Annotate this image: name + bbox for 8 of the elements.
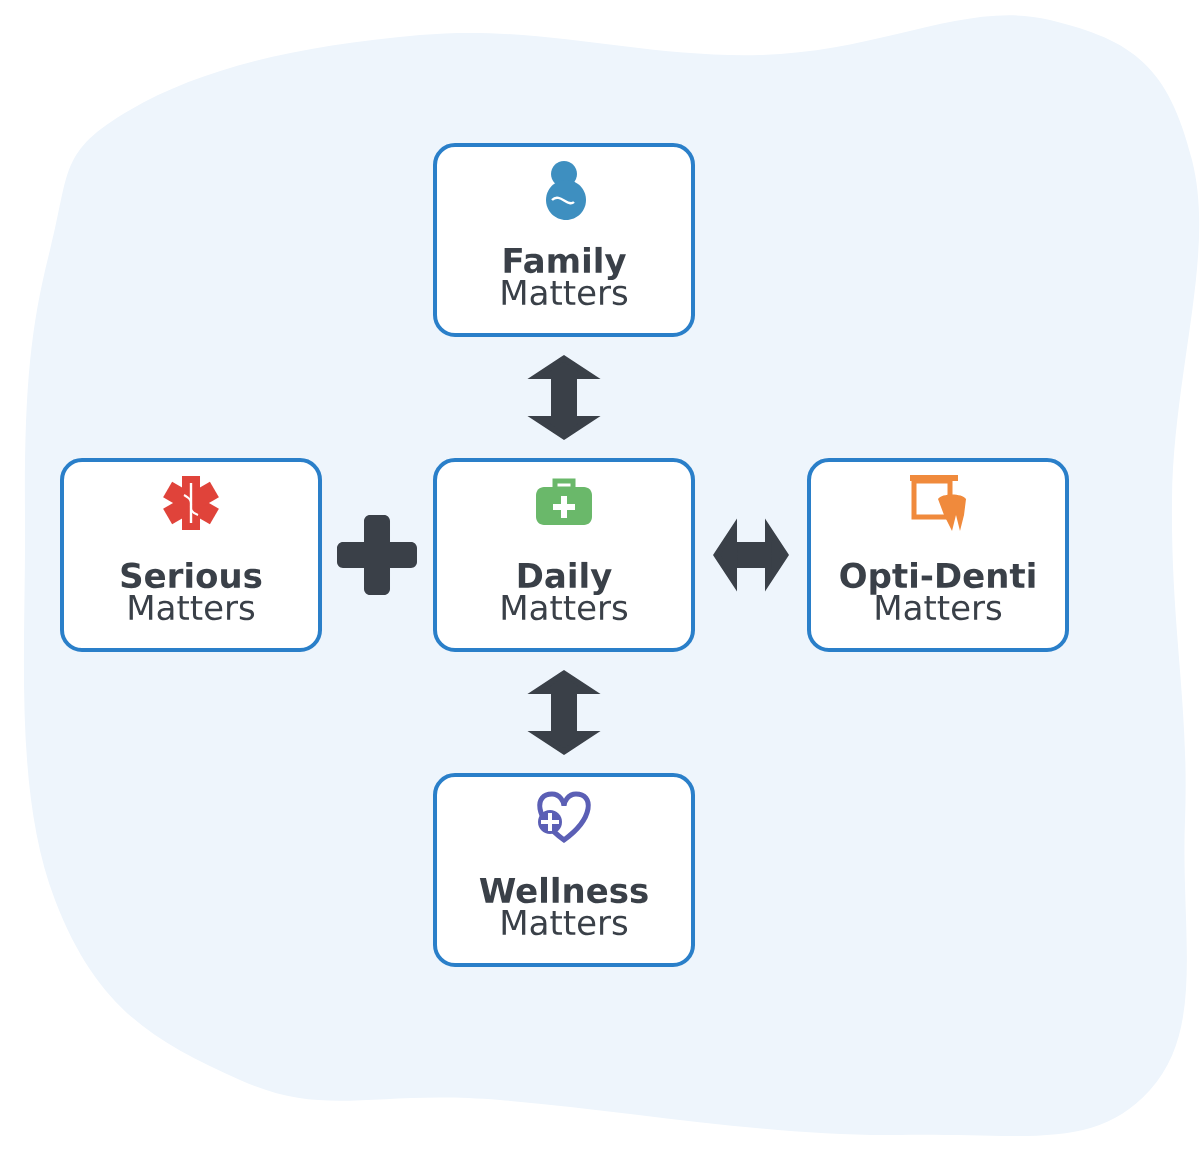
double-arrow [713, 518, 789, 592]
category-box: Daily Matters [433, 458, 695, 652]
double-arrow [527, 670, 601, 755]
category-box: Wellness Matters [433, 773, 695, 967]
category-box: Serious Matters [60, 458, 322, 652]
double-arrow [527, 355, 601, 440]
category-box: Opti-Denti Matters [807, 458, 1069, 652]
category-box: Family Matters [433, 143, 695, 337]
